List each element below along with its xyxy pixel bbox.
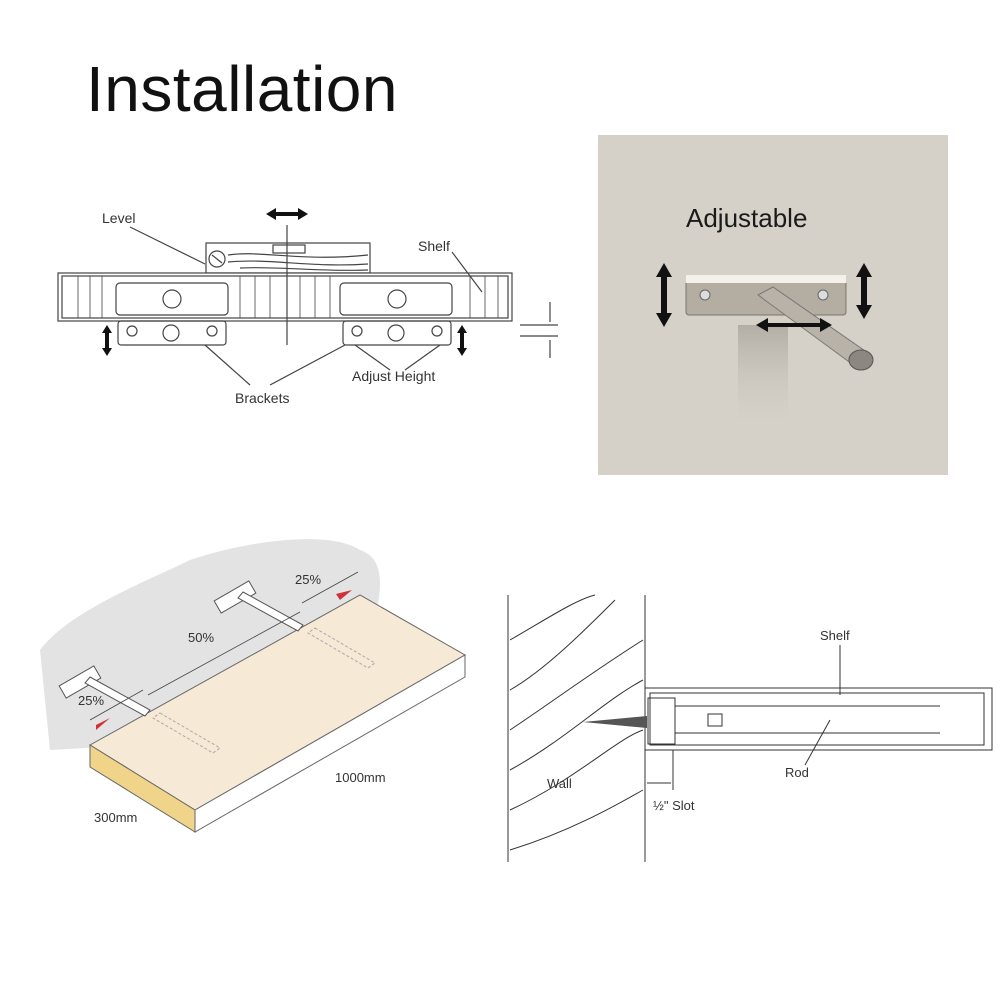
- cross-section-drawing: [507, 594, 993, 862]
- label-slot: ½" Slot: [653, 798, 695, 813]
- adjustable-caption: Adjustable: [686, 203, 808, 233]
- label-right-spacing: 25%: [295, 572, 322, 587]
- label-length: 1000mm: [335, 770, 386, 785]
- spacing-diagram: 25% 50% 25% 1000mm 300mm: [30, 520, 480, 850]
- bracket-photo-drawing: [656, 263, 874, 435]
- label-middle-spacing: 50%: [188, 630, 215, 645]
- cross-section-diagram: Shelf Rod Wall ½" Slot: [495, 580, 995, 870]
- label-adjust-height: Adjust Height: [352, 368, 436, 384]
- label-level: Level: [102, 210, 136, 226]
- shelf-3d-drawing: [40, 539, 467, 833]
- front-view-drawing: [57, 208, 558, 386]
- label-left-spacing: 25%: [78, 693, 105, 708]
- label-shelf: Shelf: [418, 238, 450, 254]
- label-brackets: Brackets: [235, 390, 290, 406]
- front-view-diagram: Level Shelf Brackets Adjust Height: [0, 0, 580, 420]
- label-rod: Rod: [785, 765, 809, 780]
- label-depth: 300mm: [94, 810, 138, 825]
- label-wall: Wall: [547, 776, 572, 791]
- page-title: Installation: [86, 53, 398, 125]
- label-shelf-section: Shelf: [820, 628, 850, 643]
- adjustable-bracket-photo: Adjustable: [598, 135, 948, 475]
